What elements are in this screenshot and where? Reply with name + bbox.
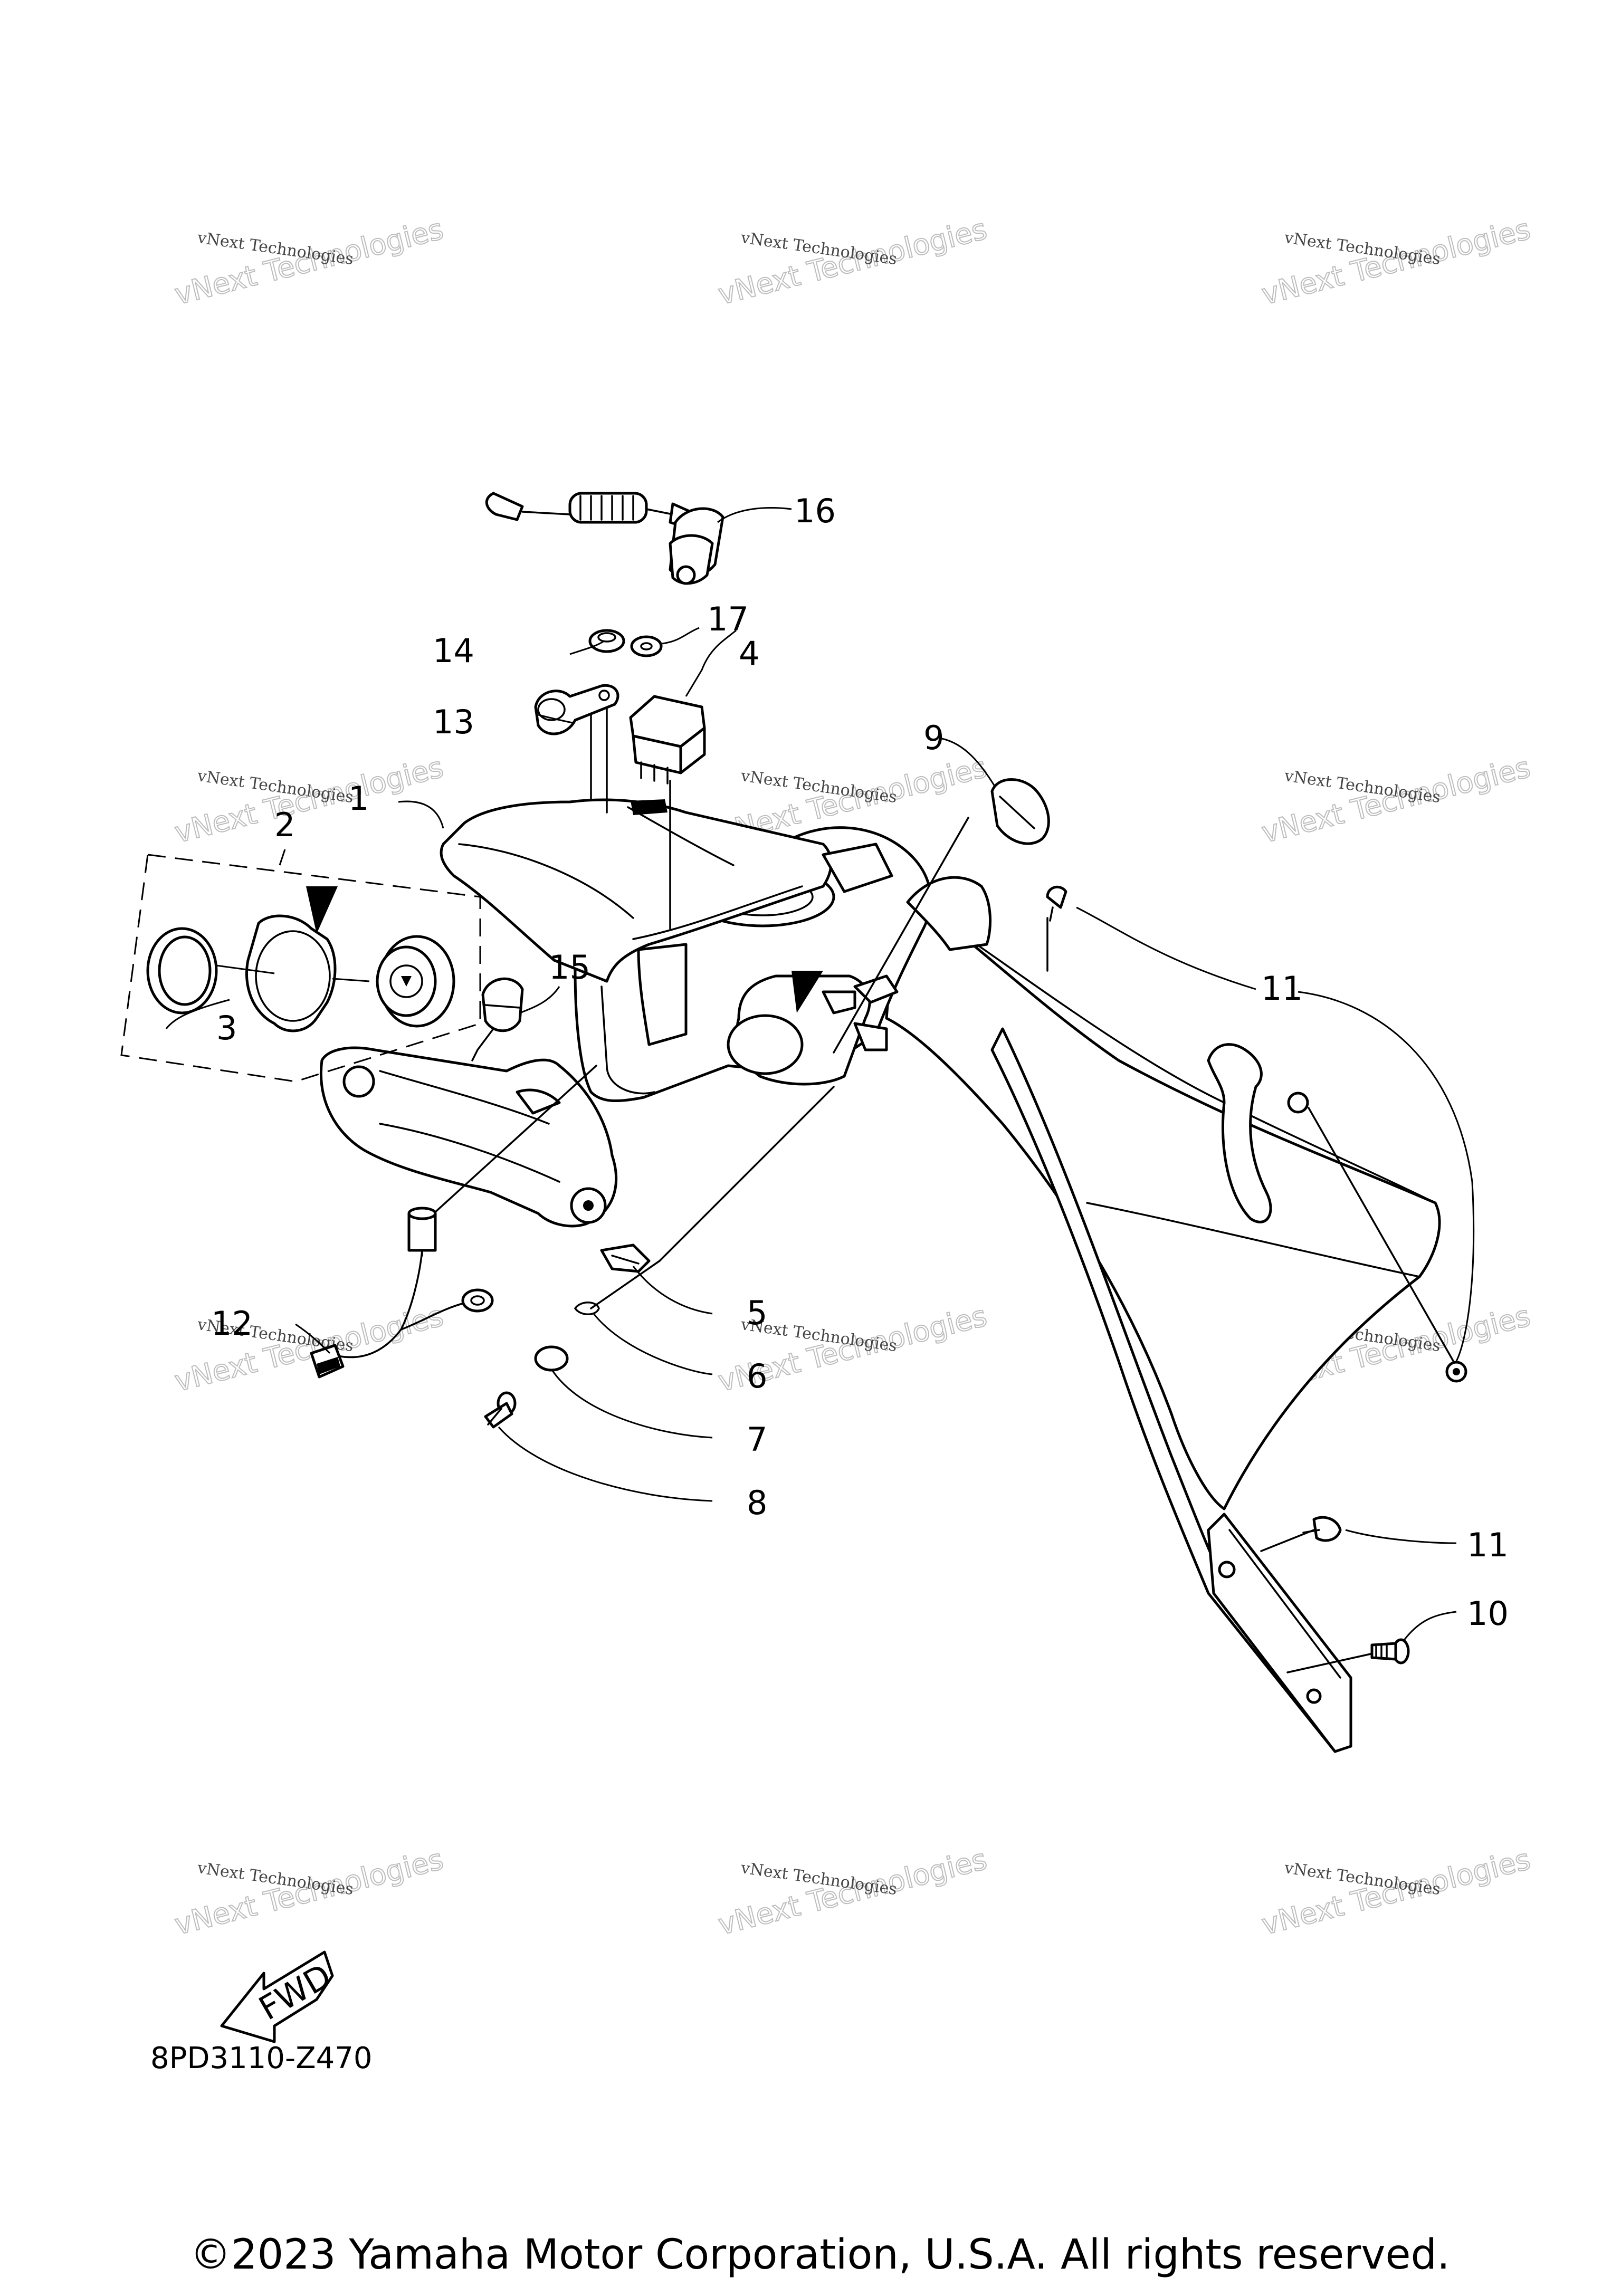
screw-lower (1302, 1516, 1342, 1542)
wire-harness (310, 1207, 494, 1379)
callout-13: 13 (433, 703, 474, 741)
console-deck (885, 885, 1441, 1753)
callout-10: 10 (1467, 1594, 1509, 1633)
callout-12: 12 (211, 1304, 253, 1343)
collar (574, 1302, 600, 1315)
nut (588, 629, 625, 653)
callout-7: 7 (747, 1420, 767, 1459)
callout-16: 16 (794, 492, 836, 530)
clip (600, 1243, 651, 1273)
callout-15: 15 (549, 948, 590, 987)
callout-5: 5 (747, 1294, 767, 1332)
copyright-notice: ©2023 Yamaha Motor Corporation, U.S.A. A… (190, 2231, 1450, 2279)
switch (629, 695, 706, 785)
top-panel (440, 798, 893, 1046)
grommet (1445, 1361, 1467, 1383)
callout-2: 2 (274, 806, 295, 844)
callout-11-upper: 11 (1261, 969, 1303, 1008)
callouts: 1 2 3 4 5 6 7 8 9 10 11 11 12 13 14 15 1… (211, 492, 1509, 1633)
fwd-arrow-icon: FWD (220, 1950, 338, 2043)
callout-8: 8 (747, 1484, 767, 1522)
bolt (1370, 1638, 1410, 1664)
assembly-lines (421, 690, 1457, 1673)
rivet-upper (1046, 885, 1067, 922)
group-2 (120, 854, 481, 1083)
lanyard-clip (485, 492, 724, 585)
drawing-code: 8PD3110-Z470 (150, 2041, 373, 2075)
leader-lines (165, 507, 1475, 1641)
callout-14: 14 (433, 632, 474, 670)
callout-4: 4 (739, 634, 759, 673)
lower-arm (320, 986, 655, 1228)
callout-1: 1 (348, 779, 369, 818)
callout-6: 6 (747, 1357, 767, 1395)
callout-17: 17 (707, 600, 749, 638)
screw (484, 1391, 517, 1429)
callout-11-lower: 11 (1467, 1526, 1509, 1564)
callout-9: 9 (923, 719, 944, 757)
washer-flat (534, 1345, 569, 1372)
callout-3: 3 (216, 1009, 237, 1047)
knob (990, 778, 1050, 845)
sensor (471, 977, 524, 1061)
cap (534, 684, 619, 735)
washer (630, 635, 663, 657)
